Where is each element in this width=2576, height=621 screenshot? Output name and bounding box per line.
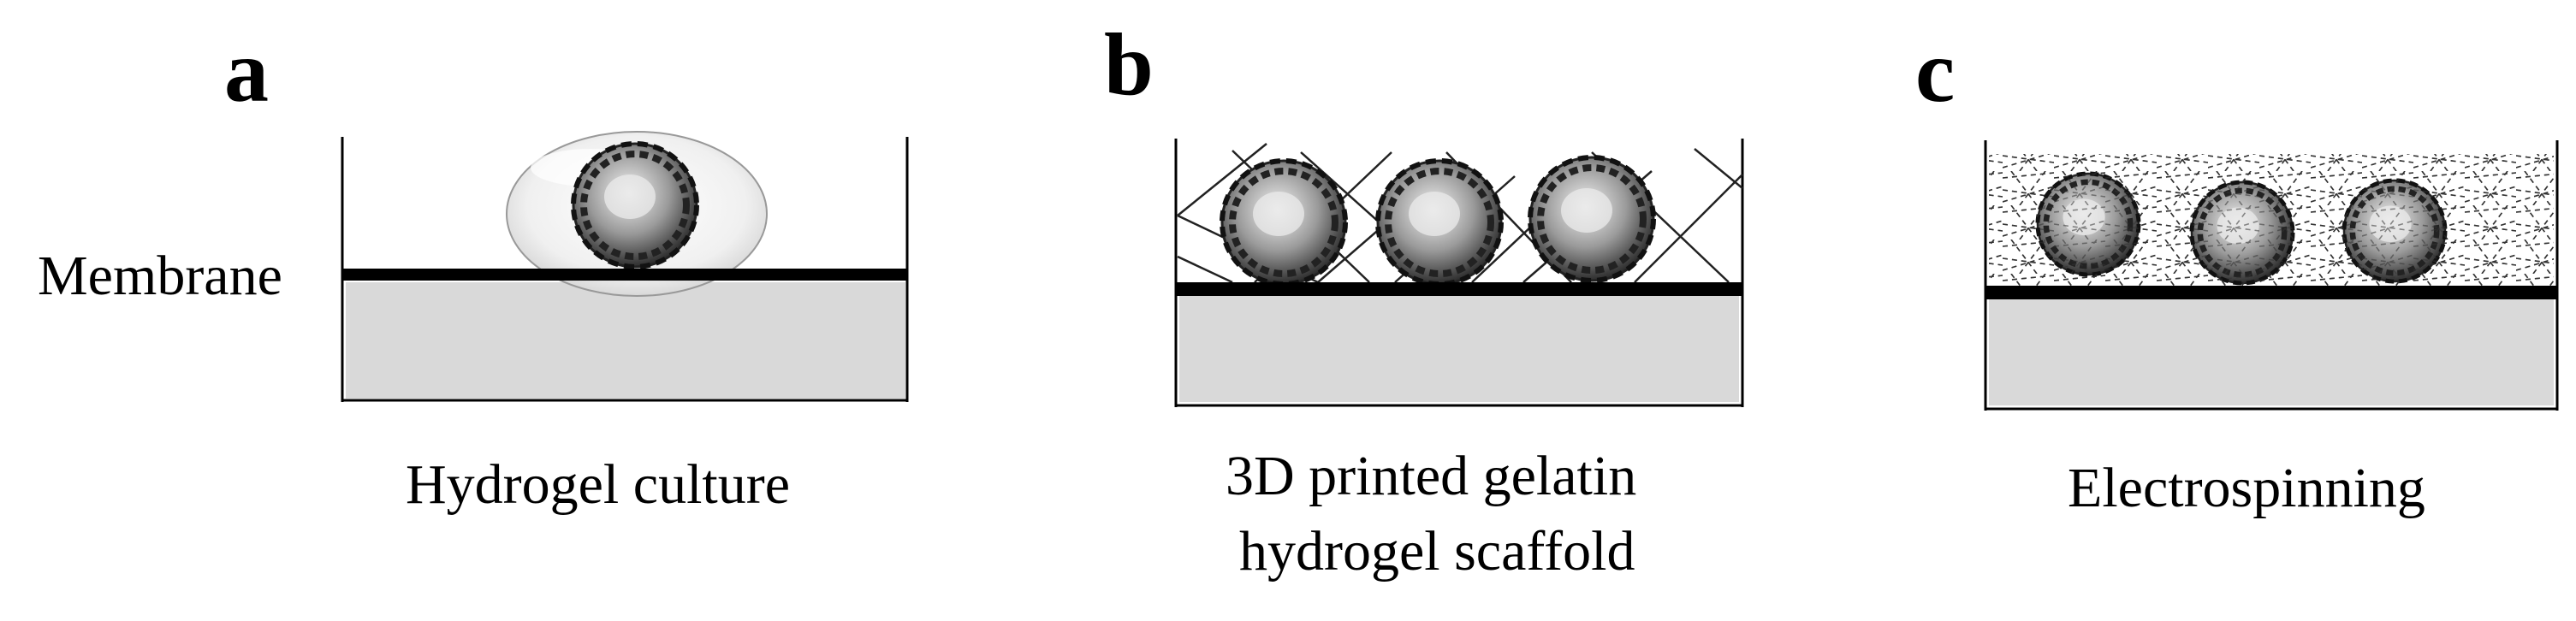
panel-b-caption-line1: 3D printed gelatin [1226,445,1636,507]
panel-b-membrane [1176,282,1742,296]
panel-b-media [1179,296,1739,402]
panel-c-fiber-overlay [1989,154,2554,289]
panel-b-caption-line2: hydrogel scaffold [1239,520,1635,583]
panel-a-media [346,282,905,399]
panel-a-caption: Hydrogel culture [406,453,790,516]
panel-c-membrane [1985,286,2557,299]
panel-a-organoid [573,144,697,267]
panel-a-well [341,131,909,402]
panel-c-caption: Electrospinning [2068,457,2425,519]
panel-b-organoid-3 [1530,157,1653,281]
panel-c-media [1989,296,2554,405]
panel-b-organoid-2 [1378,161,1501,284]
panel-letter-a: a [224,22,269,121]
panel-b-organoid-1 [1222,161,1345,284]
panel-b-well [1174,139,1744,407]
panel-letter-c: c [1915,22,1955,121]
panel-letter-b: b [1104,15,1154,114]
membrane-label: Membrane [38,245,282,307]
panel-c-well [1984,140,2559,411]
panel-a-membrane [342,269,907,281]
